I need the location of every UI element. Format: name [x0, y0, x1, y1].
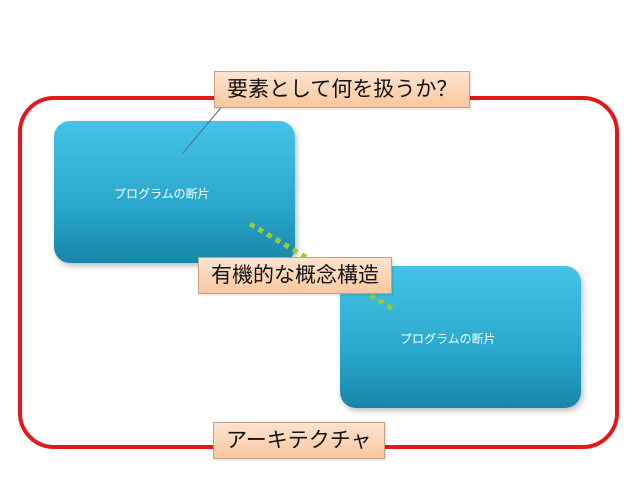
top-callout: 要素として何を扱うか？: [214, 71, 471, 108]
program-fragment-box-2: [340, 266, 581, 408]
program-fragment-label-2: プログラムの断片: [400, 332, 496, 346]
program-fragment-label-1: プログラムの断片: [114, 187, 210, 201]
callout-leader-line: [182, 103, 225, 154]
bottom-callout: アーキテクチャ: [213, 422, 385, 459]
middle-callout: 有機的な概念構造: [198, 257, 392, 294]
program-fragment-box-1: [54, 121, 295, 263]
